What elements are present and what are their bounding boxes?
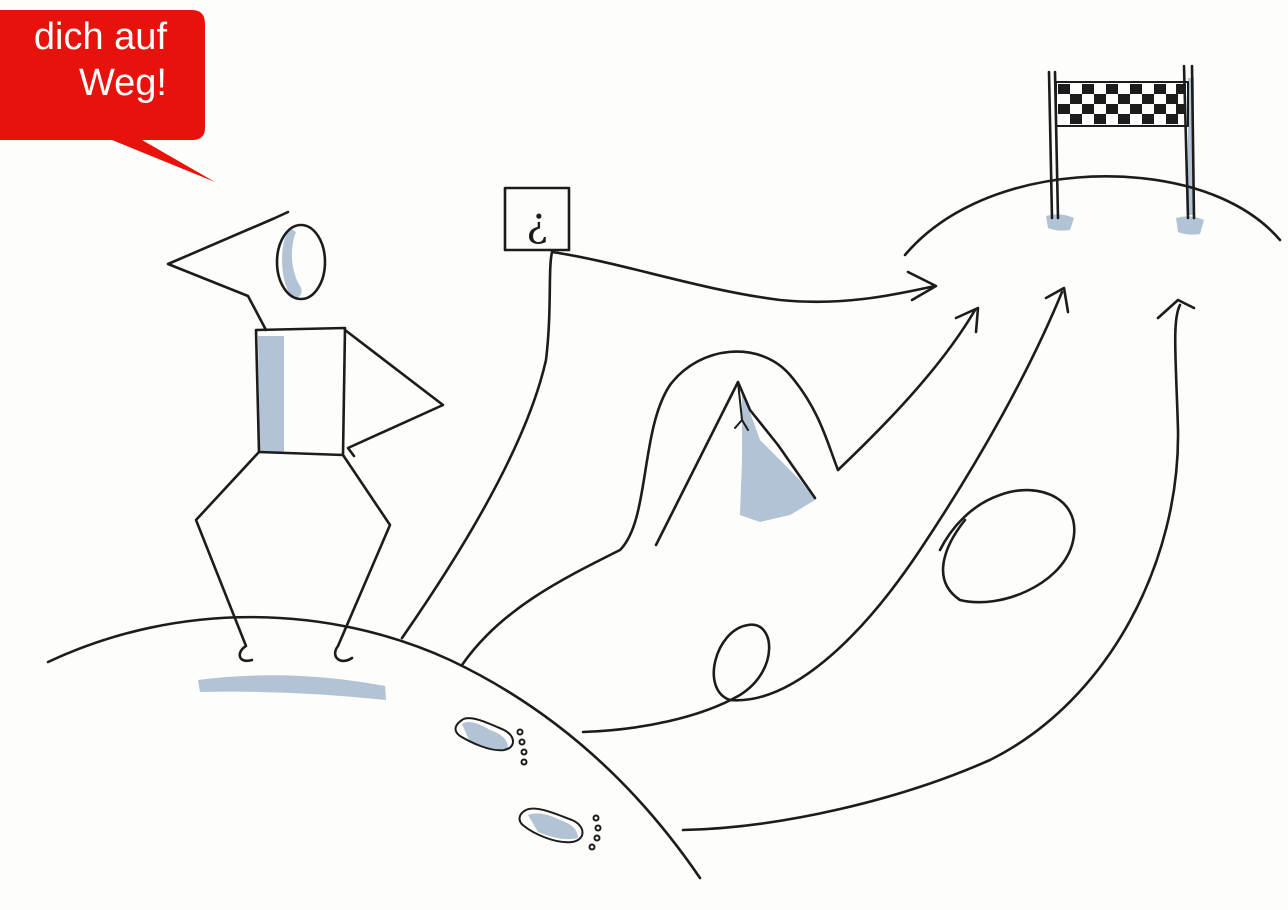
toe-1c (522, 750, 527, 755)
mountain-obstacle (656, 382, 815, 545)
stick-figure (168, 212, 443, 661)
question-sign-icon: ¿ (526, 200, 547, 246)
body-shadow (258, 336, 284, 452)
toe-1b (520, 740, 525, 745)
shadow-washes (198, 78, 1204, 839)
speech-bubble-text: dich auf Weg! (0, 14, 205, 106)
route-via-question-sign (402, 252, 935, 638)
finish-hill (905, 176, 1280, 255)
route-over-mountain (462, 310, 975, 665)
toe-1d (522, 760, 527, 765)
route-with-loop (583, 292, 1062, 732)
toe-2b (596, 826, 601, 831)
toe-2a (594, 816, 599, 821)
checkered-finish-flag-icon (1049, 66, 1194, 218)
question-sign: ¿ (505, 188, 569, 250)
toe-1a (518, 730, 523, 735)
figure-raised-arm (168, 212, 288, 330)
ground-shadow (198, 675, 386, 700)
footprint-shadow-1 (462, 722, 508, 749)
toe-2c (595, 836, 600, 841)
toe-2d (590, 845, 595, 850)
figure-hip-arm (345, 330, 443, 456)
route-spiral-loop (940, 490, 1074, 602)
arrowhead-route-3 (1046, 288, 1068, 312)
left-post-shadow (1046, 214, 1074, 230)
footprint-shadow-2 (528, 813, 578, 839)
starting-hill (48, 617, 700, 878)
right-post-shadow (1176, 216, 1204, 234)
route-big-loop (683, 305, 1180, 830)
finish-banner-checkers (1058, 84, 1186, 124)
figure-left-leg (196, 452, 259, 661)
mountain-outline (656, 382, 815, 545)
